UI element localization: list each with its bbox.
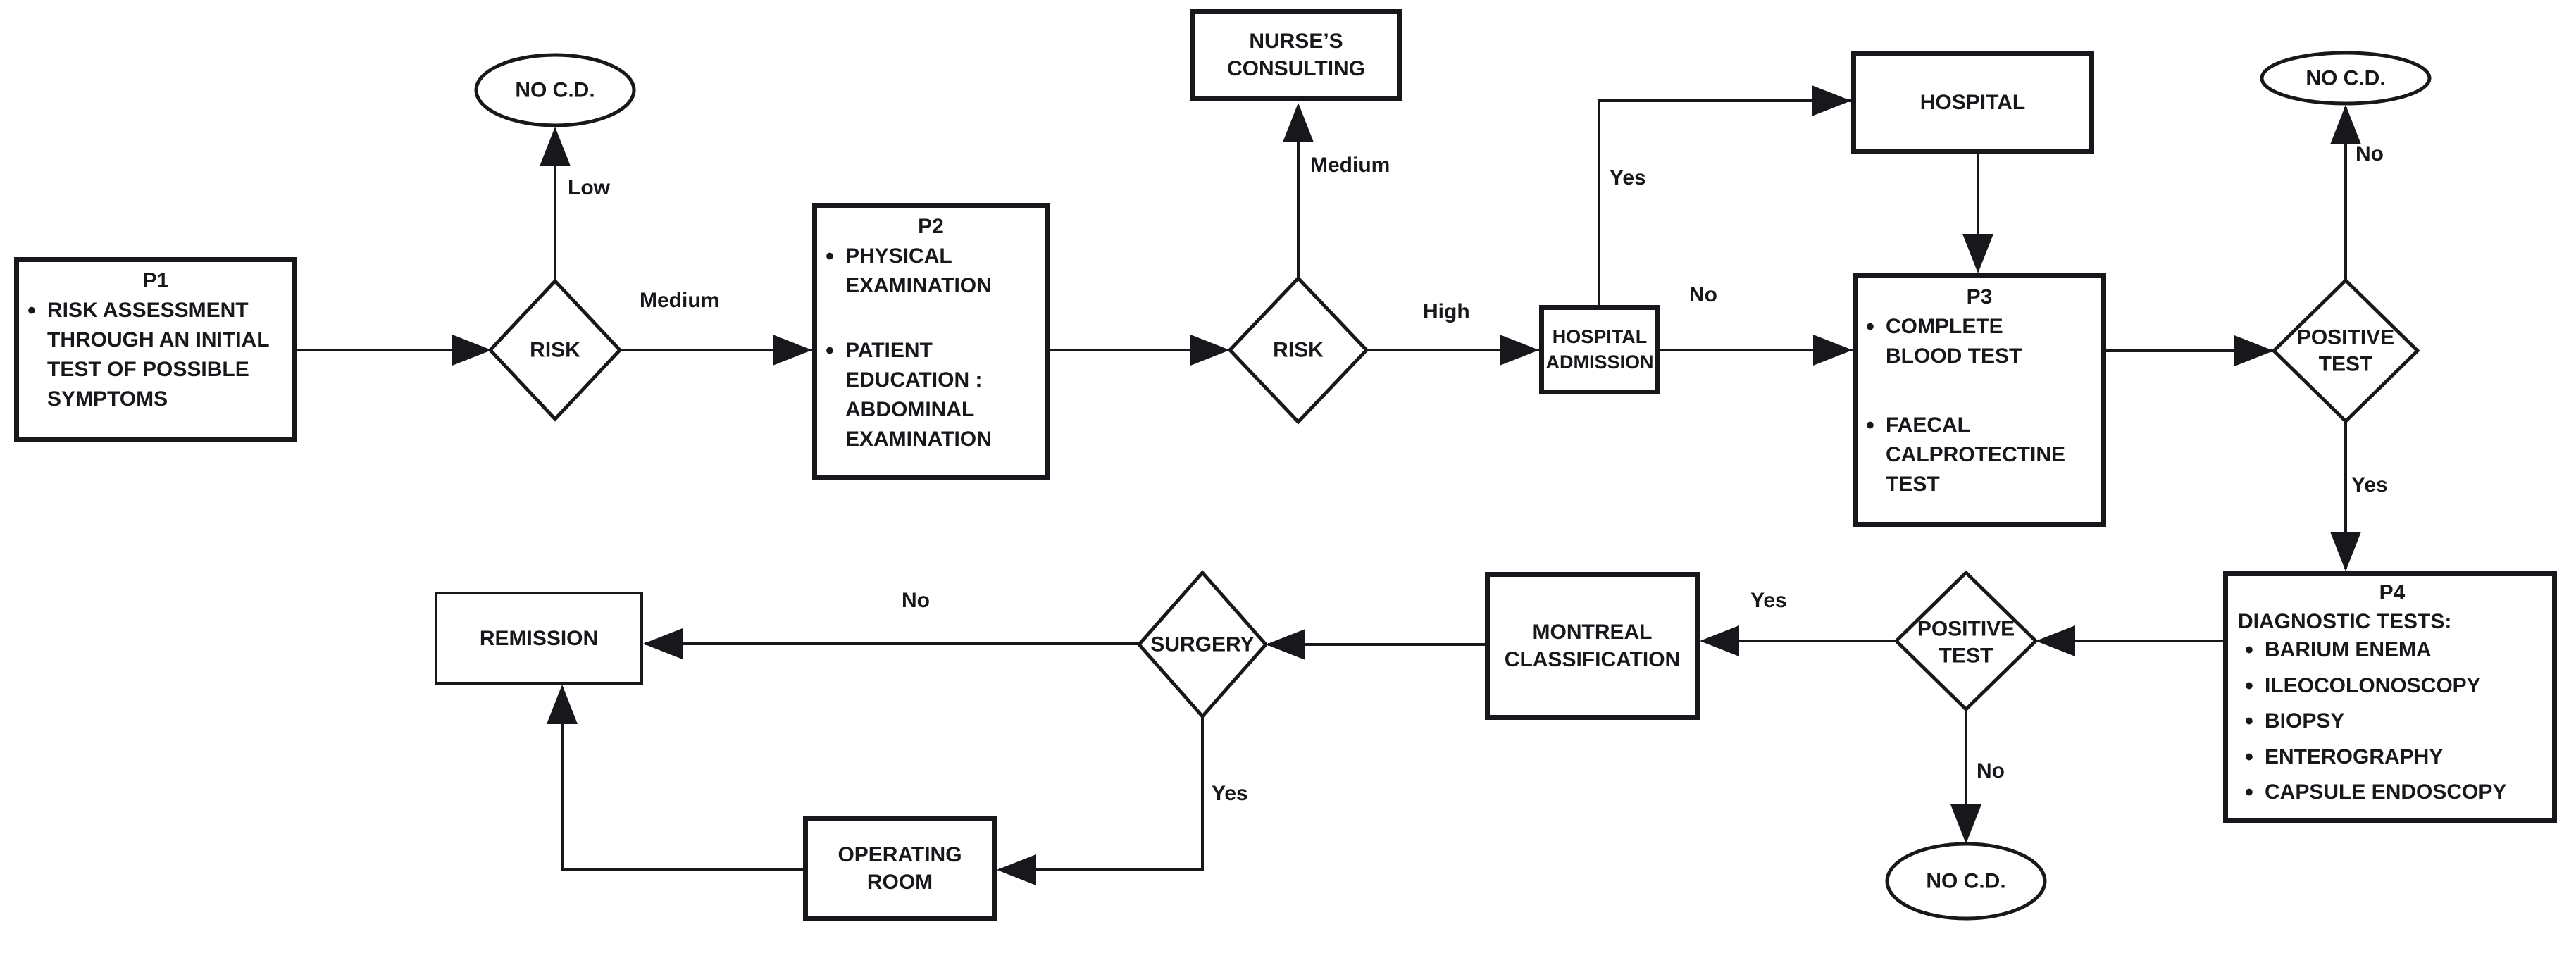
edge-label-surgery-no: No (902, 589, 930, 612)
p4-item: BIOPSY (2238, 706, 2546, 737)
montreal-classification-box: MONTREAL CLASSIFICATION (1485, 572, 1700, 720)
edge-surgery-to-oproom (999, 716, 1204, 871)
p4-item: ILEOCOLONOSCOPY (2238, 671, 2546, 702)
risk1-diamond (487, 278, 623, 422)
arrowhead (643, 628, 683, 659)
no-cd-bottom-label: NO C.D. (1926, 869, 2006, 893)
arrowhead (1283, 103, 1314, 142)
arrowhead (1700, 625, 1739, 656)
edge-label-surgery-yes: Yes (1212, 782, 1248, 805)
hospital-label: HOSPITAL (1919, 90, 2026, 114)
p3-list: COMPLETE BLOOD TEST FAECAL CALPROTECTINE… (1863, 311, 2096, 499)
arrowhead (2234, 335, 2274, 366)
operating-room-label: OPERATING ROOM (838, 842, 962, 894)
montreal-classification-label: MONTREAL CLASSIFICATION (1504, 621, 1681, 671)
p3-item: COMPLETE BLOOD TEST (1863, 311, 2096, 371)
arrowheads (452, 85, 2361, 885)
arrowhead (1266, 629, 1305, 660)
arrowhead (452, 335, 492, 366)
nurses-consulting-label: NURSE’S CONSULTING (1226, 30, 1366, 80)
process-p2-box: P2 PHYSICAL EXAMINATION PATIENT EDUCATIO… (812, 203, 1050, 480)
p4-item: BARIUM ENEMA (2238, 635, 2546, 666)
edge-oproom-to-remission (561, 687, 803, 871)
edge-label-admission-no: No (1689, 283, 1717, 306)
arrowhead (997, 854, 1036, 885)
risk2-diamond (1227, 275, 1369, 425)
hospital-box: HOSPITAL (1851, 51, 2094, 154)
no-cd-top-left-label: NO C.D. (515, 78, 595, 102)
edge-label-low: Low (568, 176, 610, 199)
remission-box: REMISSION (435, 592, 643, 685)
p1-title: P1 (142, 269, 169, 292)
p3-item: FAECAL CALPROTECTINE TEST (1863, 409, 2096, 499)
edge-label-test2-yes: Yes (1750, 589, 1787, 612)
p4-item: ENTEROGRAPHY (2238, 742, 2546, 773)
p2-list: PHYSICAL EXAMINATION PATIENT EDUCATION :… (823, 240, 1039, 454)
edge-label-medium2: Medium (1310, 154, 1390, 177)
edge-label-high: High (1423, 300, 1470, 323)
arrowhead (773, 335, 812, 366)
surgery-label: SURGERY (1150, 633, 1255, 656)
arrowhead (1813, 335, 1853, 366)
edge-label-test1-yes: Yes (2351, 473, 2388, 497)
process-p3-box: P3 COMPLETE BLOOD TEST FAECAL CALPROTECT… (1853, 273, 2106, 527)
p2-title: P2 (918, 215, 944, 238)
remission-label: REMISSION (479, 626, 599, 650)
positive-test2-label: POSITIVE TEST (1917, 617, 2015, 668)
p2-item: PATIENT EDUCATION : ABDOMINAL EXAMINATIO… (823, 335, 1039, 454)
arrowhead (2330, 105, 2361, 144)
arrowhead (1812, 85, 1851, 116)
p3-title: P3 (1966, 285, 1993, 309)
process-p1-box: P1 RISK ASSESSMENT THROUGH AN INITIAL TE… (14, 257, 297, 442)
p4-list: BARIUM ENEMA ILEOCOLONOSCOPY BIOPSY ENTE… (2238, 635, 2546, 809)
operating-room-box: OPERATING ROOM (803, 816, 997, 921)
p2-item: PHYSICAL EXAMINATION (823, 240, 1039, 301)
no-cd-top-right-ellipse (2260, 51, 2432, 106)
arrowhead (2330, 532, 2361, 571)
p1-list: RISK ASSESSMENT THROUGH AN INITIAL TEST … (25, 294, 287, 414)
edge-label-admission-yes: Yes (1610, 166, 1646, 189)
risk1-label: RISK (530, 338, 580, 362)
edge-label-test2-no: No (1977, 759, 2005, 783)
process-p4-box: P4 DIAGNOSTIC TESTS: BARIUM ENEMA ILEOCO… (2223, 571, 2557, 823)
p1-item: RISK ASSESSMENT THROUGH AN INITIAL TEST … (25, 294, 287, 414)
hospital-admission-box: HOSPITAL ADMISSION (1539, 305, 1660, 394)
arrowhead (547, 685, 578, 724)
p4-heading: DIAGNOSTIC TESTS: (2238, 609, 2452, 633)
arrowhead (540, 127, 571, 166)
edge-label-medium1: Medium (640, 289, 720, 312)
hospital-admission-label: HOSPITAL ADMISSION (1545, 326, 1654, 373)
positive-test1-diamond (2271, 278, 2420, 424)
arrowhead (2036, 625, 2075, 656)
arrowhead (1962, 234, 1993, 273)
p4-item: CAPSULE ENDOSCOPY (2238, 777, 2546, 809)
nurses-consulting-box: NURSE’S CONSULTING (1190, 9, 1402, 101)
arrowhead (1950, 804, 1981, 844)
p4-title: P4 (2379, 581, 2406, 604)
arrowhead (1500, 335, 1539, 366)
no-cd-top-left-ellipse (474, 53, 636, 127)
edge-admission-to-hospital (1598, 99, 1851, 305)
risk2-label: RISK (1273, 338, 1324, 362)
positive-test1-label: POSITIVE TEST (2296, 325, 2395, 376)
arrowhead (1190, 335, 1230, 366)
no-cd-top-right-label: NO C.D. (2306, 66, 2386, 90)
edge-label-test1-no: No (2356, 142, 2384, 166)
